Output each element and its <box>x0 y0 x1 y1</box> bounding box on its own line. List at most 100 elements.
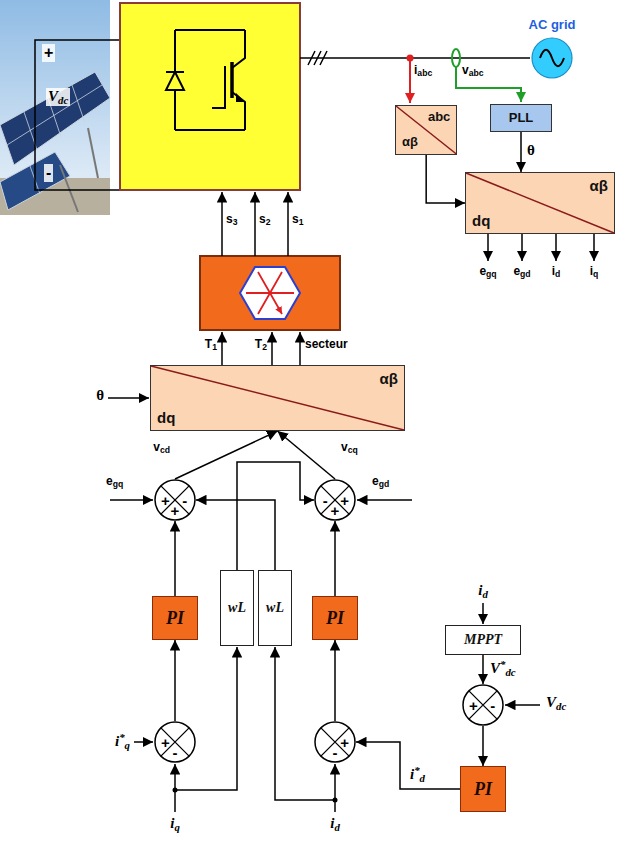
grid-source: AC grid <box>530 36 574 80</box>
summing-junction: -++ <box>154 479 196 521</box>
block-label: dq <box>157 409 175 426</box>
inverter-box <box>120 3 300 190</box>
text-part: v <box>341 440 348 454</box>
signal-wires <box>108 192 594 812</box>
gain-block: wL <box>220 570 254 646</box>
pll-block: PLL <box>490 104 552 132</box>
summing-junction: +- <box>154 721 196 763</box>
text-part: cd <box>160 445 170 455</box>
block-label: dq <box>472 212 490 229</box>
text-part: e <box>106 474 113 488</box>
text-part: cq <box>348 445 358 455</box>
text-part: gd <box>379 479 390 489</box>
text-part: d <box>334 821 339 833</box>
mppt-block: MPPT <box>445 625 521 655</box>
text-part: s <box>292 212 299 226</box>
text-part: V <box>490 660 500 676</box>
junction-dot <box>173 788 178 793</box>
signal-label: id <box>330 815 340 833</box>
text-part: gq <box>113 479 124 489</box>
signal-arrow <box>482 655 484 684</box>
text-part: * <box>414 764 419 776</box>
text-part: q <box>125 739 130 751</box>
block-label: wL <box>228 600 246 616</box>
block-label: MPPT <box>464 632 502 648</box>
sign-symbol: + <box>161 735 170 750</box>
text-part: e <box>372 474 379 488</box>
signal-arrow <box>334 521 336 596</box>
signal-label: θ <box>527 142 535 159</box>
text-part: i <box>590 264 593 278</box>
pi-controller: PI <box>460 766 506 812</box>
text-part: v <box>462 63 469 77</box>
sign-symbol: + <box>340 735 349 750</box>
signal-label: id <box>478 582 488 600</box>
signal-label: iq <box>590 264 599 279</box>
junction-dot <box>333 798 338 803</box>
signal-label: i*d <box>410 764 425 784</box>
text-part: T <box>255 337 262 351</box>
text-part: 1 <box>212 342 217 352</box>
text-part: dc <box>556 700 566 712</box>
sign-symbol: - <box>182 493 187 508</box>
signal-arrow <box>174 640 176 721</box>
signal-label: id <box>552 264 561 279</box>
signal-label: egd <box>372 474 389 489</box>
text-part: d <box>482 588 487 600</box>
text-part: i <box>170 815 174 831</box>
signal-arrow <box>278 431 336 479</box>
text-part: dc <box>58 94 68 106</box>
signal-arrow <box>175 431 278 479</box>
sign-symbol: + <box>171 502 180 517</box>
block-label: αβ <box>380 370 398 387</box>
text-part: * <box>119 731 124 743</box>
block-label: PI <box>166 608 184 629</box>
sign-symbol: + <box>469 698 478 713</box>
signal-label: s2 <box>259 212 270 227</box>
signal-label: θ <box>96 387 104 404</box>
pi-controller: PI <box>312 596 358 640</box>
signal-label: Vdc <box>546 694 566 712</box>
sign-symbol: + <box>161 493 170 508</box>
transform-block: αβ dq <box>150 365 405 431</box>
text-part: i <box>410 766 414 782</box>
signal-arrow <box>520 132 522 172</box>
text-part: dc <box>505 666 515 678</box>
signal-label: egd <box>513 264 530 279</box>
block-label: αβ <box>402 135 418 150</box>
text-part: d <box>555 269 560 279</box>
text-part: V <box>546 694 556 710</box>
text-part: T <box>205 337 212 351</box>
text-part: gd <box>520 269 531 279</box>
transform-block: αβ dq <box>465 172 615 234</box>
signal-label: - <box>44 164 53 182</box>
signal-arrow <box>174 521 176 596</box>
signal-label: T2 <box>255 337 267 352</box>
text-part: 1 <box>299 217 304 227</box>
signal-label: s1 <box>292 212 303 227</box>
signal-label: Vdc <box>46 88 70 106</box>
summing-circle <box>462 684 504 726</box>
block-label: αβ <box>590 177 608 194</box>
voltage-sensor <box>452 49 521 102</box>
signal-label: vabc <box>462 63 484 78</box>
signal-arrow <box>356 742 460 789</box>
text-part: abc <box>417 68 432 78</box>
text-part: 3 <box>233 217 238 227</box>
diagonal-divider <box>151 366 404 430</box>
text-part: e <box>479 264 486 278</box>
summing-junction: +- <box>314 721 356 763</box>
text-part: s <box>259 212 266 226</box>
text-part: d <box>420 772 425 784</box>
dc-bus-wire <box>35 40 120 190</box>
text-part: q <box>593 269 598 279</box>
text-part: i <box>115 733 119 749</box>
block-label: PI <box>474 779 492 800</box>
solar-panel-photo <box>0 0 110 215</box>
signal-label: iabc <box>414 63 432 78</box>
text-part: q <box>174 821 179 833</box>
summing-junction: -++ <box>314 479 356 521</box>
pi-controller: PI <box>152 596 198 640</box>
text-part: e <box>513 264 520 278</box>
sign-symbol: - <box>333 744 338 759</box>
